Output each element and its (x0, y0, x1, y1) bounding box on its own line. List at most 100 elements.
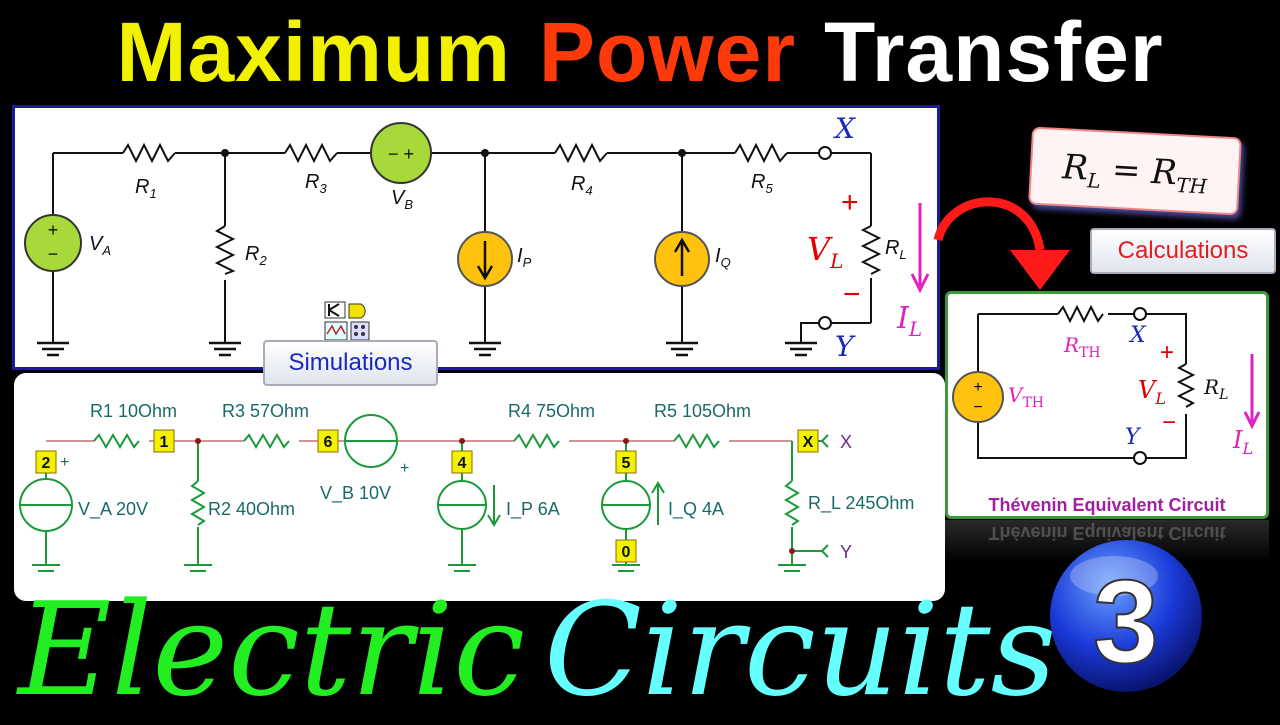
sim-plus-vb: + (400, 460, 409, 477)
svg-text:4: 4 (458, 455, 467, 472)
thev-resistor-rl (1176, 363, 1196, 408)
node-4: 4 (451, 450, 473, 474)
resistor-r5 (734, 142, 788, 164)
label-il: IL (896, 301, 922, 341)
red-curved-arrow-icon (933, 197, 1070, 290)
label-minus: − (843, 278, 861, 311)
calculations-button[interactable]: Calculations (1090, 228, 1276, 274)
sim-label-vb: V_B 10V (320, 483, 391, 504)
thevenin-caption: Thévenin Equivalent Circuit (988, 495, 1226, 515)
thev-label-il: IL (1232, 426, 1253, 458)
node-5: 5 (615, 450, 637, 474)
thev-plus: + (1160, 339, 1174, 366)
current-arrow-il (910, 203, 930, 294)
svg-text:+: + (973, 379, 982, 396)
node-1: 1 (153, 429, 175, 453)
sim-label-va: V_A 20V (78, 499, 148, 520)
thev-label-vth: VTH (1008, 383, 1044, 411)
voltage-source-va: + − (24, 214, 82, 272)
current-source-iq (654, 231, 710, 287)
svg-text:−: − (973, 399, 982, 416)
series-word-electric: Electric (18, 576, 526, 725)
label-rl: RL (885, 237, 907, 262)
thev-label-vl: VL (1138, 376, 1166, 408)
sim-label-iq: I_Q 4A (668, 499, 724, 520)
episode-badge: 3 (1050, 540, 1202, 692)
resistor-r2 (214, 225, 236, 275)
svg-text:+: + (48, 220, 59, 240)
thev-label-rl: RL (1203, 375, 1228, 403)
sim-resistor-r4 (513, 433, 560, 449)
series-title: Electric Circuits (0, 582, 1280, 720)
label-vl: VL (807, 230, 843, 273)
title-word-power: Power (538, 5, 797, 99)
label-r2: R2 (245, 243, 267, 268)
circuit-diagram: + − − + R1 R3 R4 R5 R2 VA VB IP IQ RL X (24, 112, 930, 363)
simulation-panel: R1 10Ohm R3 57Ohm R4 75Ohm R5 105Ohm R2 … (14, 373, 945, 601)
node-x: X (797, 429, 819, 453)
sim-label-ip: I_P 6A (506, 499, 560, 520)
sim-label-r1: R1 10Ohm (90, 401, 177, 421)
node-2: 2 (35, 450, 57, 474)
label-y: Y (835, 330, 856, 363)
terminal-x (818, 146, 832, 160)
label-r5: R5 (751, 171, 773, 196)
svg-text:1: 1 (160, 434, 169, 451)
svg-text:0: 0 (622, 544, 631, 561)
svg-text:2: 2 (42, 455, 51, 472)
thev-label-x: X (1128, 323, 1147, 348)
label-r1: R1 (135, 176, 157, 201)
label-plus: + (841, 186, 859, 219)
resistor-r3 (284, 142, 338, 164)
title-word-maximum: Maximum (116, 5, 511, 99)
sim-resistor-r3 (243, 433, 290, 449)
node-0: 0 (615, 539, 637, 563)
thev-resistor-rth (1057, 304, 1104, 324)
label-ip: IP (517, 245, 532, 270)
svg-text:− +: − + (388, 144, 414, 164)
node-6: 6 (317, 429, 339, 453)
circuit-diagram-panel: + − − + R1 R3 R4 R5 R2 VA VB IP IQ RL X (12, 105, 940, 370)
resistor-r1 (122, 142, 176, 164)
simulator-icon (323, 300, 373, 342)
simulation-schematic: R1 10Ohm R3 57Ohm R4 75Ohm R5 105Ohm R2 … (19, 401, 914, 572)
thev-label-rth: RTH (1063, 333, 1101, 361)
sim-label-y: Y (840, 542, 852, 562)
label-x: X (833, 112, 856, 145)
episode-number: 3 (1093, 556, 1159, 688)
svg-text:6: 6 (324, 434, 333, 451)
thev-current-arrow-icon (1243, 354, 1261, 430)
thevenin-panel: + − RTH VTH X Y RL + − VL IL (945, 291, 1269, 519)
sim-resistor-r1 (93, 433, 140, 449)
sim-resistor-r5 (673, 433, 720, 449)
svg-text:5: 5 (622, 455, 631, 472)
title-word-transfer: Transfer (824, 5, 1164, 99)
ground-symbols (37, 341, 817, 357)
sim-plus-va: + (60, 454, 69, 471)
page-title: Maximum Power Transfer (0, 4, 1280, 100)
simulations-button[interactable]: Simulations (263, 340, 438, 386)
sim-label-r4: R4 75Ohm (508, 401, 595, 421)
label-vb: VB (391, 187, 413, 212)
current-source-ip (457, 231, 513, 287)
label-va: VA (89, 233, 111, 258)
sim-label-rl: R_L 245Ohm (808, 493, 914, 514)
sim-label-r5: R5 105Ohm (654, 401, 751, 421)
thevenin-circuit: + − RTH VTH X Y RL + − VL IL (952, 304, 1261, 465)
thev-source-vth: + − (952, 371, 1004, 423)
svg-text:X: X (803, 434, 814, 451)
label-iq: IQ (715, 245, 731, 270)
label-r4: R4 (571, 173, 593, 198)
resistor-r4 (554, 142, 608, 164)
sim-resistor-r2 (190, 480, 206, 526)
sim-label-r3: R3 57Ohm (222, 401, 309, 421)
thev-label-y: Y (1125, 425, 1142, 450)
series-word-circuits: Circuits (544, 576, 1057, 725)
sim-resistor-rl (784, 480, 800, 526)
resistor-rl (860, 225, 882, 275)
voltage-source-vb: − + (370, 122, 432, 184)
terminal-y (818, 316, 832, 330)
label-r3: R3 (305, 171, 327, 196)
thev-minus: − (1162, 409, 1176, 436)
sim-label-r2: R2 40Ohm (208, 499, 295, 519)
